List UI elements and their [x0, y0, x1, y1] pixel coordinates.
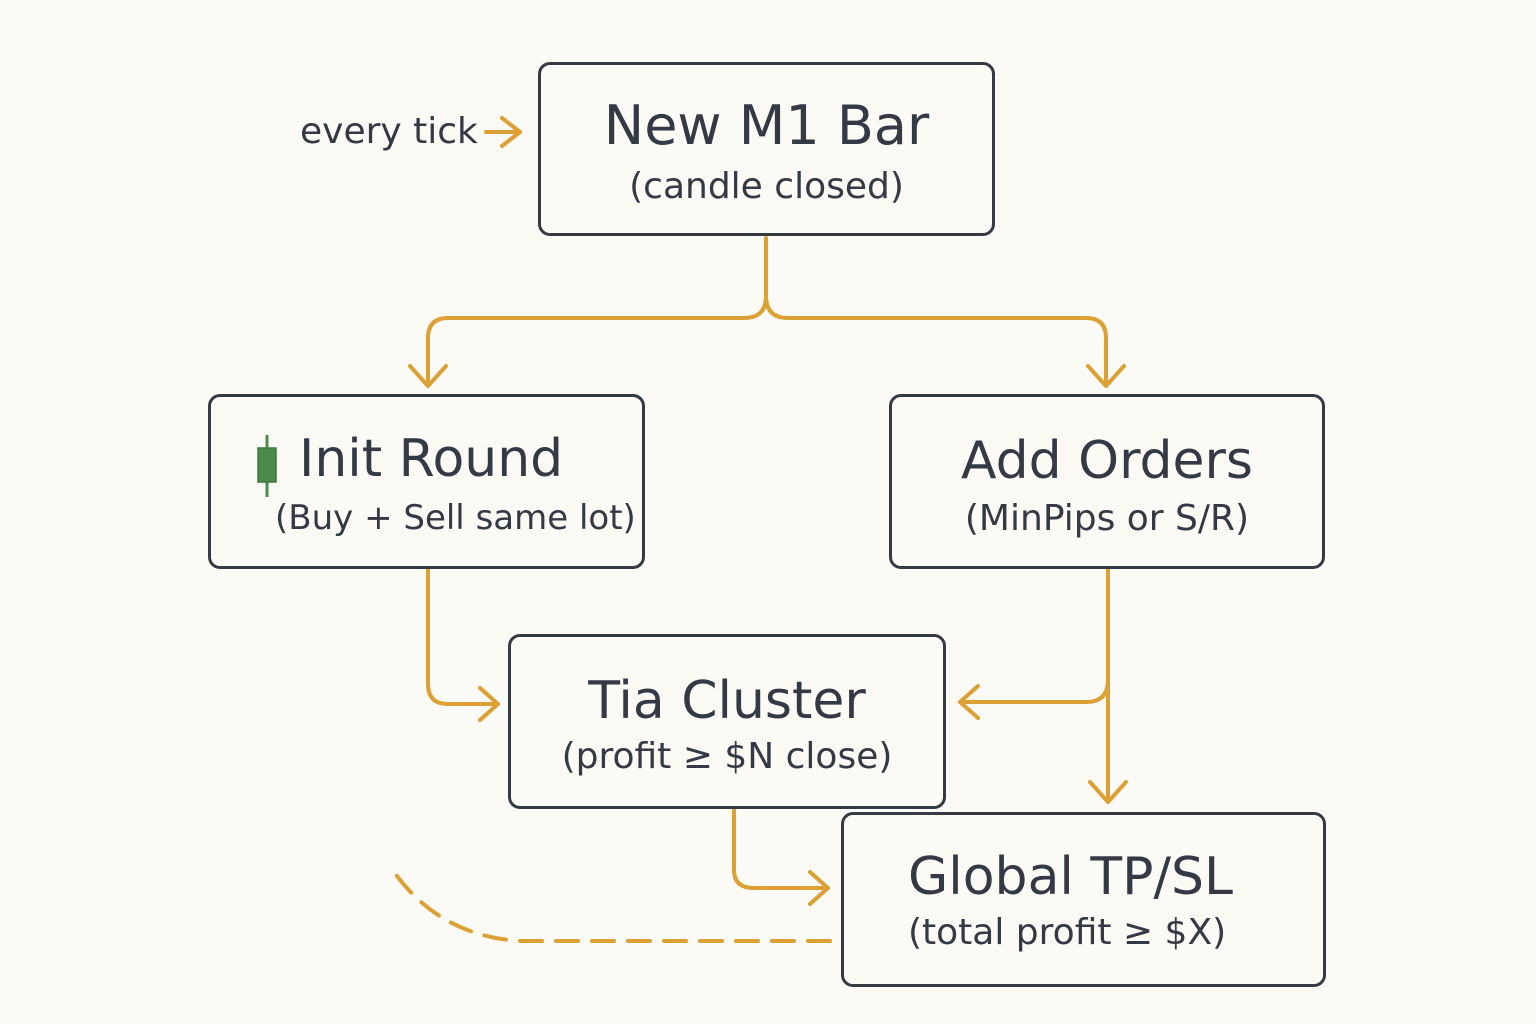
- node-global-tp-sl: Global TP/SL (total profit ≥ $X): [841, 812, 1326, 987]
- node-title: Add Orders: [960, 431, 1254, 491]
- every-tick-label: every tick: [300, 111, 478, 152]
- node-new-m1-bar: New M1 Bar (candle closed): [538, 62, 995, 236]
- node-subtitle: (MinPips or S/R): [964, 498, 1250, 539]
- node-subtitle: (Buy + Sell same lot): [275, 498, 636, 538]
- edge-new-bar-to-add-orders: [764, 294, 1126, 388]
- edge-new-bar-to-init-round: [408, 236, 768, 388]
- edge-init-round-to-tia-cluster: [426, 568, 500, 722]
- node-title: Tia Cluster: [588, 671, 866, 731]
- node-init-round: Init Round (Buy + Sell same lot): [208, 394, 645, 569]
- every-tick-arrow: [484, 116, 522, 148]
- node-title: Init Round: [299, 429, 564, 489]
- edge-global-tpsl-loop-dashed: [392, 870, 832, 943]
- node-add-orders: Add Orders (MinPips or S/R): [889, 394, 1325, 569]
- node-title: New M1 Bar: [603, 94, 930, 157]
- node-subtitle: (candle closed): [629, 166, 904, 207]
- candlestick-icon: [257, 435, 277, 497]
- edge-tia-cluster-to-global-tpsl: [732, 808, 830, 906]
- node-subtitle: (total profit ≥ $X): [908, 912, 1227, 953]
- node-subtitle: (profit ≥ $N close): [561, 736, 893, 777]
- edge-add-orders-to-tia-cluster: [958, 678, 1110, 720]
- node-title: Global TP/SL: [908, 847, 1234, 907]
- node-tia-cluster: Tia Cluster (profit ≥ $N close): [508, 634, 946, 809]
